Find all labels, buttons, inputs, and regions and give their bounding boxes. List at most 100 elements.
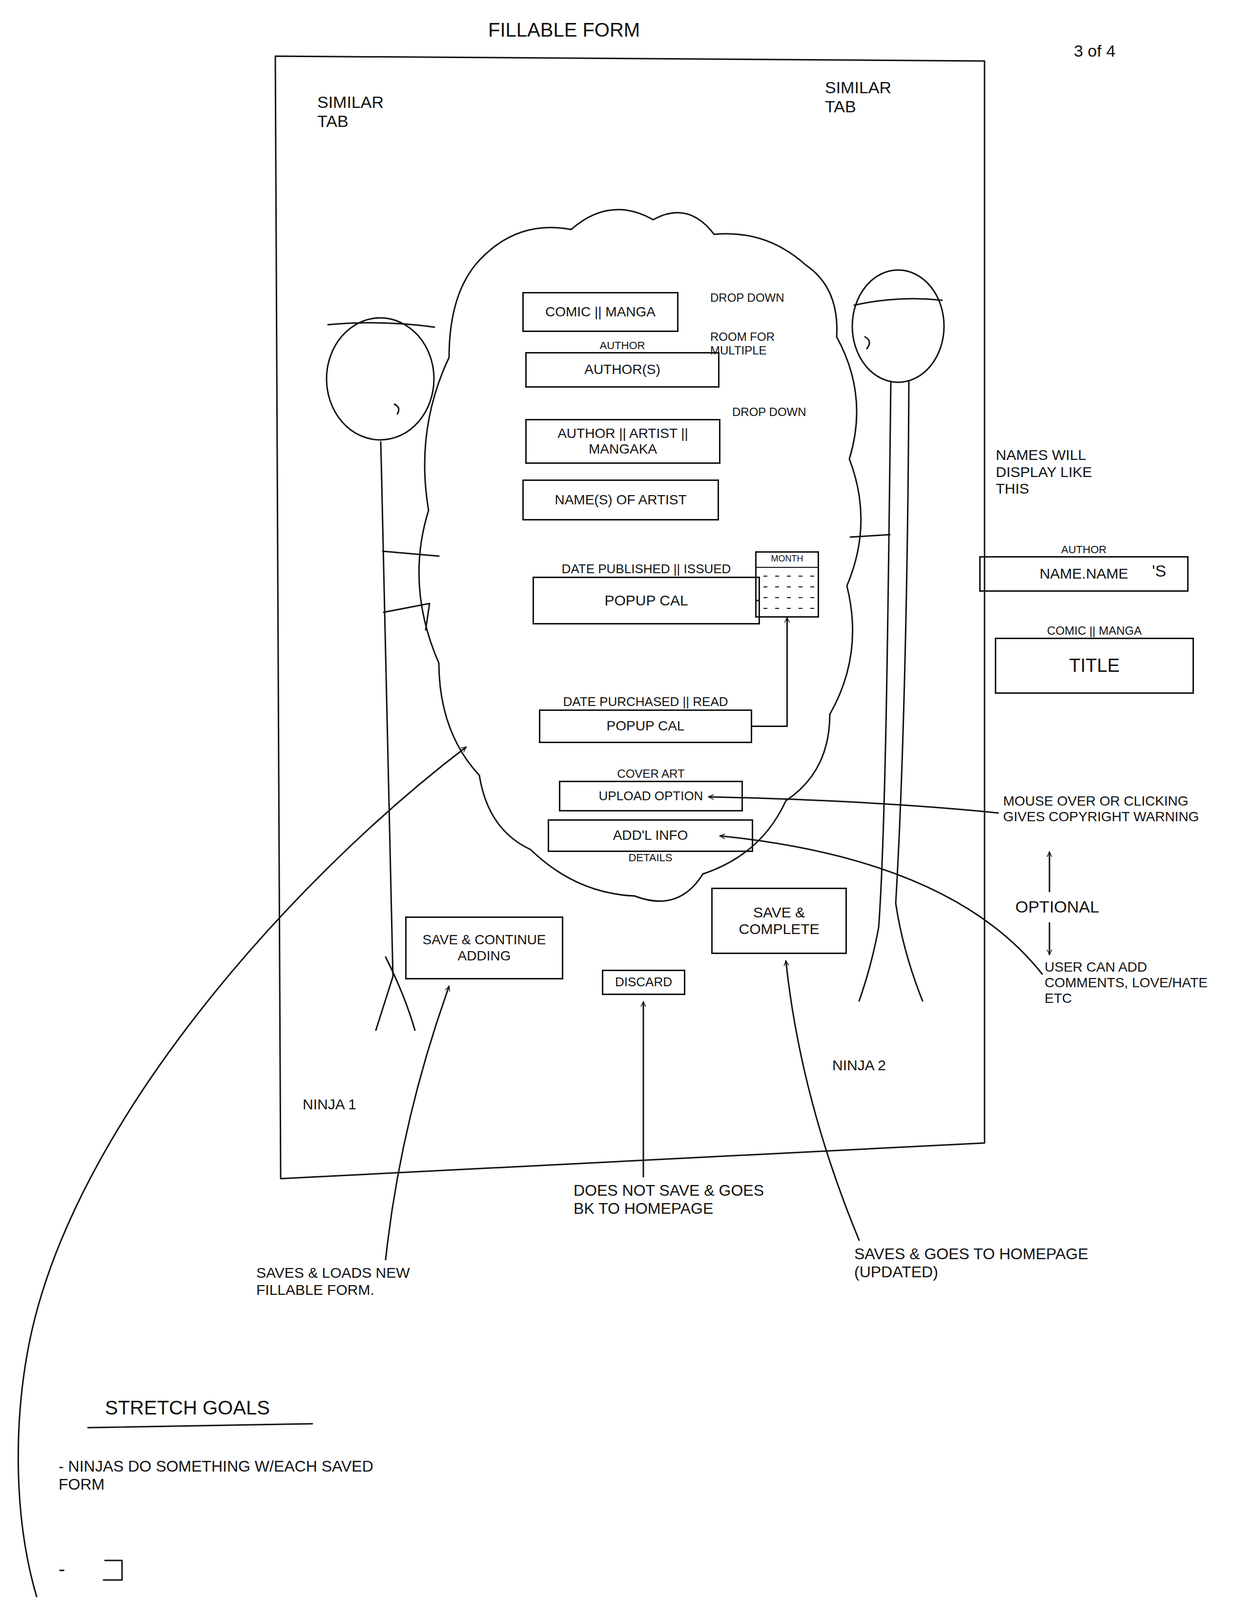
form-frame (275, 56, 985, 1179)
date-field: DATE PUBLISHED || ISSUEDPOPUP CAL (532, 576, 761, 625)
dropdown-field: COMIC || MANGA (522, 291, 679, 332)
calendar-day (763, 607, 768, 609)
ninja-arm (382, 551, 439, 556)
calendar-day (810, 607, 815, 609)
list-item: - NINJAS DO SOMETHING W/EACH SAVED FORM (58, 1457, 391, 1494)
field-text: POPUP CAL (606, 718, 685, 734)
calendar-day (775, 596, 780, 598)
callout-note: SAVES & GOES TO HOMEPAGE (UPDATED) (854, 1244, 1128, 1281)
field-text: TITLE (1068, 655, 1120, 677)
calendar-day (798, 596, 803, 598)
ninja-head (852, 269, 945, 383)
field-heading: DETAILS (510, 851, 791, 864)
calendar-day (763, 596, 768, 598)
leader-arrow (18, 746, 467, 1597)
callout-note: MOUSE OVER OR CLICKING GIVES COPYRIGHT W… (1003, 793, 1209, 825)
leader-arrow (1048, 922, 1051, 955)
page-number: 3 of 4 (1073, 41, 1116, 61)
field-heading: AUTHOR (941, 543, 1227, 556)
ninja-head (326, 317, 434, 440)
note: DROP DOWN (732, 405, 807, 419)
note: SIMILAR TAB (317, 92, 411, 131)
field-text: NAME.NAME (1039, 565, 1129, 583)
calendar-day (786, 586, 791, 588)
thought-cloud (418, 209, 862, 901)
ninja-leg (385, 956, 415, 1030)
field-text: MONTH (771, 553, 804, 564)
calendar-day (775, 575, 780, 577)
button: DISCARD (601, 969, 686, 995)
field-text: SAVE & CONTINUE ADDING (411, 931, 557, 964)
field-text: POPUP CAL (604, 592, 688, 610)
calendar-day (810, 575, 815, 577)
calendar-day (786, 607, 791, 609)
note: NAMES WILL DISPLAY LIKE THIS (995, 446, 1128, 498)
field-heading: DATE PUBLISHED || ISSUED (494, 561, 798, 576)
leader-arrow (785, 960, 860, 1240)
text-field: NAME(S) OF ARTIST (522, 479, 720, 521)
field-text: UPLOAD OPTION (598, 788, 704, 804)
upload-field: COVER ARTUPLOAD OPTION (558, 780, 743, 812)
callout-note: OPTIONAL (1015, 897, 1100, 917)
note: ROOM FOR MULTIPLE (710, 329, 803, 357)
dropdown-field: AUTHOR || ARTIST || MANGAKA (525, 418, 721, 464)
field-text: AUTHOR(S) (584, 361, 661, 378)
ninja-arm (850, 534, 890, 537)
leader-arrow (1048, 851, 1051, 892)
list-item: - (58, 1557, 65, 1580)
field-text: ADD'L INFO (613, 827, 689, 843)
calendar-day (786, 575, 791, 577)
calendar-day (798, 607, 803, 609)
button: SAVE & COMPLETE (711, 887, 847, 954)
ninja-arm (383, 603, 430, 630)
connector (752, 617, 788, 727)
display-box: COMIC || MANGATITLE (994, 637, 1194, 694)
calendar-day (775, 607, 780, 609)
field-text: NAME(S) OF ARTIST (554, 492, 687, 508)
text-field: AUTHORAUTHOR(S) (525, 351, 720, 388)
underline (87, 1423, 313, 1428)
field-text: SAVE & COMPLETE (717, 904, 841, 938)
calendar-day (798, 575, 803, 577)
calendar-day (775, 586, 780, 588)
ninja-body (859, 382, 891, 1001)
date-field: DATE PURCHASED || READPOPUP CAL (538, 709, 753, 743)
leader-arrow (708, 796, 999, 813)
ninja-eye (394, 404, 399, 414)
button: SAVE & CONTINUE ADDING (405, 916, 564, 980)
form-title: FILLABLE FORM (488, 18, 640, 42)
callout-note: SAVES & LOADS NEW FILLABLE FORM. (256, 1264, 413, 1298)
calendar-day (810, 596, 815, 598)
field-text: COMIC || MANGA (545, 304, 656, 320)
ninja-body (375, 441, 393, 1030)
ninja-mask (854, 298, 943, 306)
ninja-body (895, 380, 923, 1001)
calendar-day (798, 586, 803, 588)
note: DROP DOWN (710, 290, 785, 305)
note: SIMILAR TAB (824, 78, 918, 117)
callout-note: USER CAN ADD COMMENTS, LOVE/HATE ETC (1044, 959, 1211, 1007)
calendar-day (763, 586, 768, 588)
calendar-day (810, 586, 815, 588)
callout-note: DOES NOT SAVE & GOES BK TO HOMEPAGE (573, 1181, 789, 1218)
ninja-mask (328, 322, 435, 328)
calendar-day (786, 596, 791, 598)
leader-arrow (642, 1001, 645, 1177)
text-field: ADD'L INFODETAILS (547, 819, 754, 852)
note: 'S (1151, 561, 1167, 581)
ninja-eye (864, 336, 870, 349)
figure-label: NINJA 2 (832, 1056, 886, 1074)
leader-arrow (385, 986, 450, 1260)
field-heading: COMIC || MANGA (957, 624, 1232, 638)
field-heading: DATE PURCHASED || READ (501, 694, 790, 709)
figure-label: NINJA 1 (302, 1095, 357, 1113)
bracket (103, 1560, 123, 1580)
calendar-day (763, 575, 768, 577)
section-heading: STRETCH GOALS (104, 1396, 270, 1419)
field-text: AUTHOR || ARTIST || MANGAKA (531, 425, 715, 457)
field-text: DISCARD (615, 974, 673, 990)
calendar-popup: MONTH (755, 551, 820, 618)
calendar-rule (756, 566, 818, 568)
field-heading: COVER ART (521, 767, 781, 781)
